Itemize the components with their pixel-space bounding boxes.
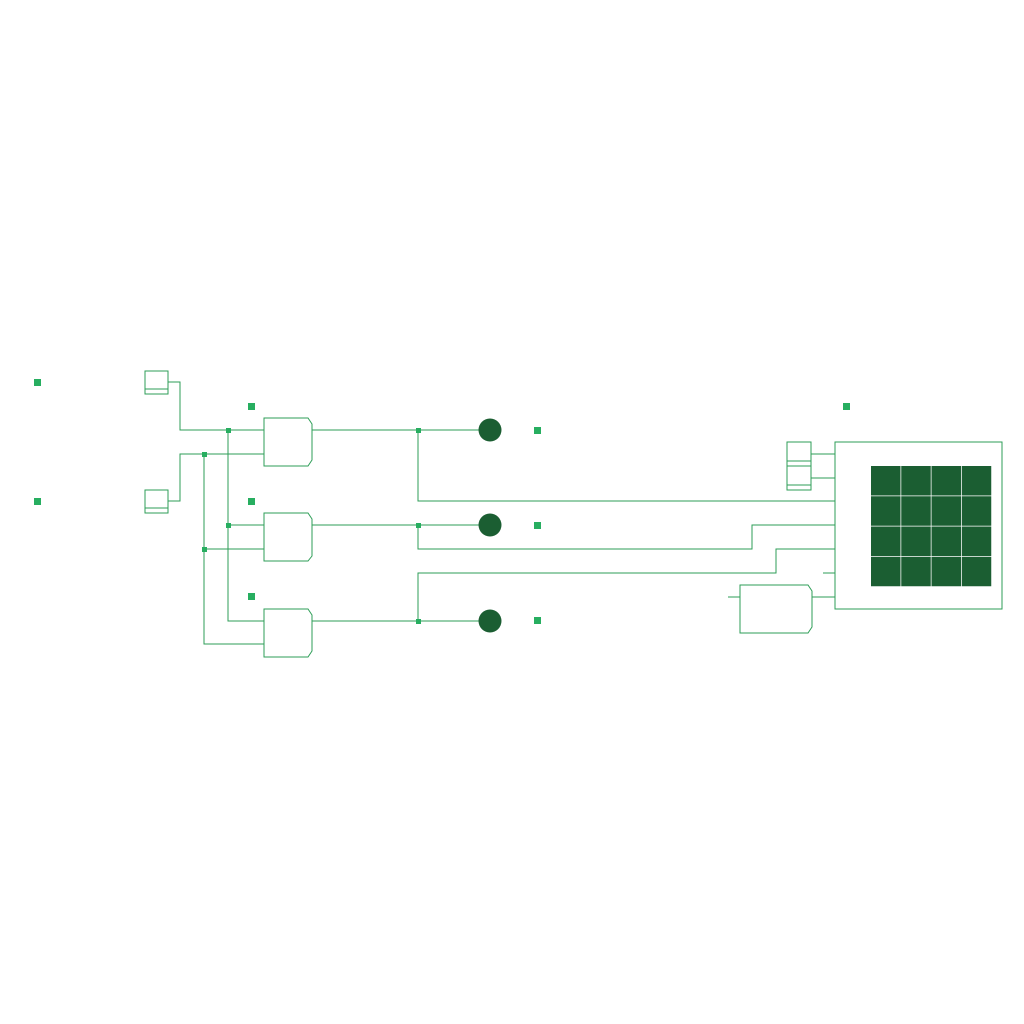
marker-gate-3 [248, 593, 255, 600]
wire-tap-2 [417, 524, 835, 550]
junction [226, 428, 231, 433]
led-1 [478, 418, 502, 442]
led-3 [478, 609, 502, 633]
junction [416, 428, 421, 433]
led-matrix-cells [871, 466, 992, 587]
marker-led-3 [534, 617, 541, 624]
input-a-switch[interactable] [144, 370, 169, 395]
matrix-cell [901, 526, 931, 556]
junction [202, 452, 207, 457]
matrix-cell [871, 526, 901, 556]
matrix-cell [931, 466, 961, 496]
label-markers [34, 379, 850, 624]
junction [202, 547, 207, 552]
matrix-cell [961, 466, 992, 496]
and-gate-3[interactable] [263, 608, 313, 658]
matrix-cell [901, 466, 931, 496]
wire-tap-3 [417, 548, 835, 621]
led-2 [478, 513, 502, 537]
matrix-cell [931, 556, 961, 587]
matrix-cell [901, 556, 931, 587]
wire-bus-a [227, 430, 264, 622]
matrix-cell [961, 526, 992, 556]
marker-gate-1 [248, 403, 255, 410]
marker-gate-2 [248, 498, 255, 505]
matrix-cell [871, 496, 901, 526]
wires [168, 381, 835, 645]
marker-led-2 [534, 522, 541, 529]
input-b-switch[interactable] [144, 489, 169, 514]
marker-led-1 [534, 427, 541, 434]
display-control-switch-2[interactable] [786, 465, 812, 491]
and-gate-2[interactable] [263, 512, 313, 562]
matrix-cell [871, 556, 901, 587]
junction [416, 619, 421, 624]
wire-tap-1 [417, 430, 835, 502]
junction [416, 523, 421, 528]
and-gate-display[interactable] [739, 584, 813, 634]
matrix-cell [961, 496, 992, 526]
matrix-cell [961, 556, 992, 587]
marker-input-a [34, 379, 41, 386]
junction [226, 523, 231, 528]
wire-input-a [168, 381, 264, 431]
marker-display [843, 403, 850, 410]
and-gate-1[interactable] [263, 417, 313, 467]
matrix-cell [871, 466, 901, 496]
marker-input-b [34, 498, 41, 505]
matrix-cell [901, 496, 931, 526]
display-control-switch-1[interactable] [786, 441, 812, 467]
junctions [202, 428, 421, 624]
matrix-cell [931, 526, 961, 556]
matrix-cell [931, 496, 961, 526]
wire-input-b [168, 453, 264, 502]
wire-bus-b [203, 454, 264, 645]
